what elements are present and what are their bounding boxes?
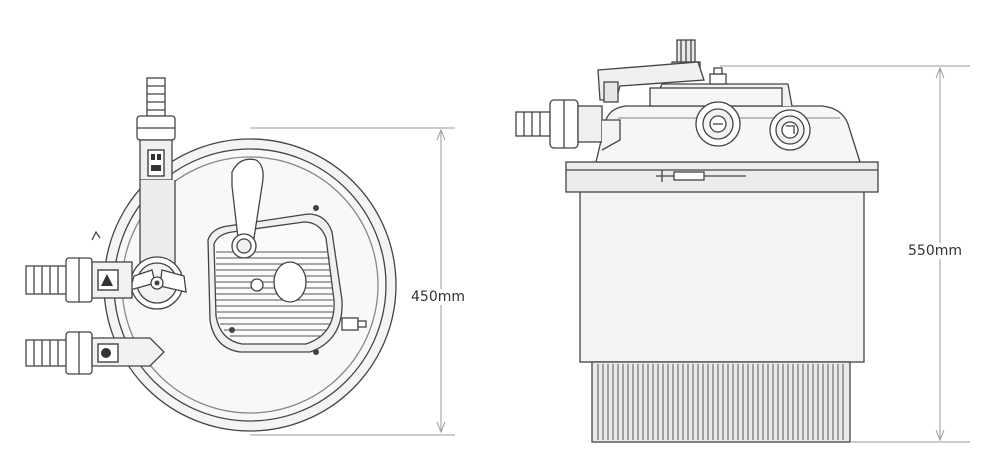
uv-cooling-grille [216,251,333,337]
indicator-slider [656,170,746,182]
filter-body [579,189,865,363]
sponge-ribs [597,364,844,440]
top-view [25,77,397,432]
width-dimension-label: 450mm [409,289,467,305]
uv-lamp-icon [273,261,307,303]
side-view-connector [515,99,621,151]
top-nipple [709,67,727,85]
side-inlet-connector [25,257,133,303]
height-dimension-label: 550mm [906,243,964,259]
lid-collar [565,161,879,193]
side-outlet-connector [25,331,165,375]
cleaning-handle [231,158,264,259]
filter-sponge-base [591,361,851,443]
lid-lock-bracket [91,230,101,241]
uv-housing [207,205,343,355]
drain-nozzle [341,317,367,331]
valve-lever [597,61,705,101]
width-dimension [250,127,455,436]
top-inlet-connector [136,77,176,269]
inlet-symbol-icon [147,149,165,177]
lid-port-left [695,101,741,147]
lid-port-right [769,109,811,151]
side-view [515,39,879,443]
